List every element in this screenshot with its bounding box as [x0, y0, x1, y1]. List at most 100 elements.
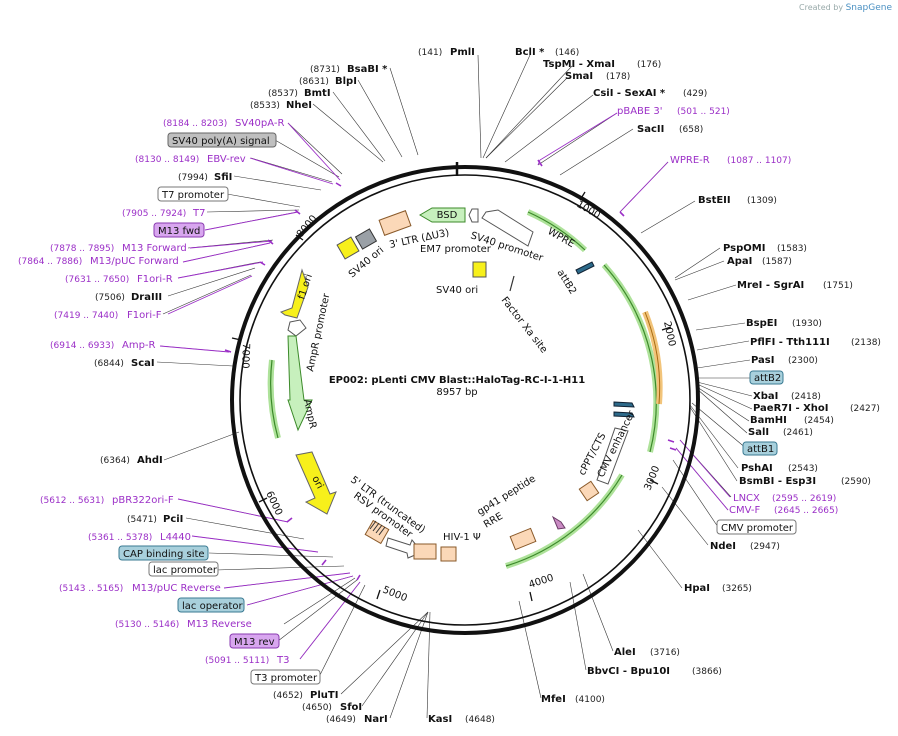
lac-cluster-marks — [369, 520, 386, 536]
primer-pbr322ori-f[interactable]: pBR322ori-F — [112, 495, 174, 506]
enzyme-nhei[interactable]: NheI — [286, 100, 312, 111]
primer-sv40pa-r[interactable]: SV40pA-R — [235, 118, 284, 129]
sv40-ori-gray — [354, 228, 378, 250]
label-attb2-inner: attB2 — [554, 268, 578, 297]
feature-lac-operator[interactable]: lac operator — [182, 601, 243, 612]
feature-cap-binding-site[interactable]: CAP binding site — [123, 549, 205, 560]
label-em7-promoter: EM7 promoter — [420, 244, 492, 255]
primer-amp-r[interactable]: Amp-R — [122, 340, 156, 351]
attb2-mark — [575, 261, 595, 275]
enzyme-ndei[interactable]: NdeI — [710, 541, 736, 552]
enzyme-sacii[interactable]: SacII — [637, 124, 664, 135]
sv40-polya-box — [167, 132, 277, 148]
feature-attb1[interactable]: attB1 — [747, 444, 774, 455]
feature-t3-promoter[interactable]: T3 promoter — [254, 673, 318, 684]
enzyme-sfii[interactable]: SfiI — [214, 172, 232, 183]
enzyme-nari[interactable]: NarI — [364, 714, 388, 725]
orf-right-arc-edge — [603, 264, 657, 453]
enzyme-bpu10i[interactable]: BbvCI - Bpu10I — [587, 666, 670, 677]
num-t7: (7905 .. 7924) — [122, 209, 186, 219]
primer-ebv-rev[interactable]: EBV-rev — [207, 154, 246, 165]
num-sali: (2461) — [783, 428, 813, 438]
label-ampr-promoter: AmpR promoter — [305, 292, 332, 373]
primer-l4440[interactable]: L4440 — [160, 532, 191, 543]
primer-m13-forward[interactable]: M13 Forward — [122, 243, 187, 254]
m13-fwd-box — [153, 222, 205, 238]
enzyme-apai[interactable]: ApaI — [727, 256, 752, 267]
enzyme-ahdi[interactable]: AhdI — [137, 455, 163, 466]
enzyme-tspmi-xmai[interactable]: TspMI - XmaI — [543, 59, 615, 70]
num-f1ori-f: (7419 .. 7440) — [54, 311, 118, 321]
label-factor-xa: Factor Xa site — [499, 295, 550, 355]
label-f1-ori: f1 ori — [296, 273, 315, 301]
primer-f1ori-r[interactable]: F1ori-R — [137, 274, 173, 285]
enzyme-mfei[interactable]: MfeI — [541, 694, 566, 705]
enzyme-blpi[interactable]: BlpI — [335, 76, 357, 87]
enzyme-pspomi[interactable]: PspOMI — [723, 243, 765, 254]
feature-sv40-polya[interactable]: SV40 poly(A) signal — [172, 136, 270, 147]
primer-leader-lines — [159, 112, 731, 660]
primer-m13puc-forward[interactable]: M13/pUC Forward — [90, 256, 179, 267]
enzyme-pcii[interactable]: PciI — [163, 514, 183, 525]
primer-lncx[interactable]: LNCX — [733, 493, 760, 504]
enzyme-csii-sexai[interactable]: CsiI - SexAI * — [593, 88, 666, 99]
feature-cmv-promoter[interactable]: CMV promoter — [721, 523, 794, 534]
tick-8000: 8000 — [295, 213, 320, 240]
primer-t7[interactable]: T7 — [192, 208, 205, 219]
enzyme-pasi[interactable]: PasI — [751, 355, 774, 366]
enzyme-pshai[interactable]: PshAI — [741, 463, 773, 474]
primer-t3[interactable]: T3 — [276, 655, 289, 666]
attb1-box — [742, 441, 778, 456]
feature-m13-rev[interactable]: M13 rev — [234, 637, 275, 648]
enzyme-sali[interactable]: SalI — [748, 427, 769, 438]
enzyme-xbai[interactable]: XbaI — [753, 391, 778, 402]
num-mfei: (4100) — [575, 695, 605, 705]
num-apai: (1587) — [762, 257, 792, 267]
primer-m13puc-reverse[interactable]: M13/pUC Reverse — [132, 583, 221, 594]
label-hiv1-psi: HIV-1 Ψ — [443, 532, 481, 543]
feature-lac-promoter[interactable]: lac promoter — [153, 565, 218, 576]
enzyme-pluti[interactable]: PluTI — [310, 690, 338, 701]
cmv-enhancer-arrow — [596, 427, 629, 485]
feature-m13-fwd[interactable]: M13 fwd — [158, 226, 200, 237]
tick-4000: 4000 — [528, 573, 556, 591]
enzyme-bmti[interactable]: BmtI — [304, 88, 331, 99]
enzyme-kasi[interactable]: KasI — [428, 714, 452, 725]
orf-bottom-arc-edge — [505, 474, 623, 567]
primer-f1ori-f[interactable]: F1ori-F — [127, 310, 162, 321]
lac-operator-box — [177, 597, 245, 613]
enzyme-sfoi[interactable]: SfoI — [340, 702, 362, 713]
num-pcii: (5471) — [127, 515, 157, 525]
backbone-inner-ring — [239, 174, 691, 626]
primer-m13-reverse[interactable]: M13 Reverse — [187, 619, 252, 630]
primer-pbabe3[interactable]: pBABE 3' — [617, 106, 663, 117]
outer-labels: (141) PmlI BclI * (146) TspMI - XmaI (17… — [18, 47, 881, 725]
enzyme-pmli[interactable]: PmlI — [450, 47, 475, 58]
backbone-outer-ring — [230, 165, 700, 635]
enzyme-scai[interactable]: ScaI — [131, 358, 155, 369]
label-ori: ori — [309, 474, 325, 491]
enzyme-smai[interactable]: SmaI — [565, 71, 593, 82]
enzyme-bsabi[interactable]: BsaBI * — [347, 64, 388, 75]
num-tspmi-xmai: (176) — [637, 60, 661, 70]
num-m13-reverse: (5130 .. 5146) — [115, 620, 179, 630]
enzyme-alei[interactable]: AleI — [614, 647, 636, 658]
num-bmti: (8537) — [268, 89, 298, 99]
enzyme-srgai[interactable]: MreI - SgrAI — [737, 280, 804, 291]
enzyme-bspei[interactable]: BspEI — [746, 318, 777, 329]
enzyme-bsteii[interactable]: BstEII — [698, 195, 731, 206]
primer-cmv-f[interactable]: CMV-F — [729, 505, 760, 516]
enzyme-xhoi[interactable]: PaeR7I - XhoI — [753, 403, 829, 414]
num-cmv-f: (2645 .. 2665) — [774, 506, 838, 516]
enzyme-hpai[interactable]: HpaI — [684, 583, 710, 594]
feature-t7-promoter[interactable]: T7 promoter — [161, 190, 225, 201]
enzyme-tth111i[interactable]: PflFI - Tth111I — [750, 337, 830, 348]
primer-wpre-r[interactable]: WPRE-R — [670, 155, 710, 166]
enzyme-bcli[interactable]: BclI * — [515, 47, 545, 58]
feature-attb2[interactable]: attB2 — [754, 373, 781, 384]
num-srgai: (1751) — [823, 281, 853, 291]
enzyme-draiii[interactable]: DraIII — [131, 292, 162, 303]
enzyme-bamhi[interactable]: BamHI — [750, 415, 787, 426]
enzyme-esp3i[interactable]: BsmBI - Esp3I — [739, 476, 816, 487]
sv40-ori-yellow — [336, 236, 360, 260]
